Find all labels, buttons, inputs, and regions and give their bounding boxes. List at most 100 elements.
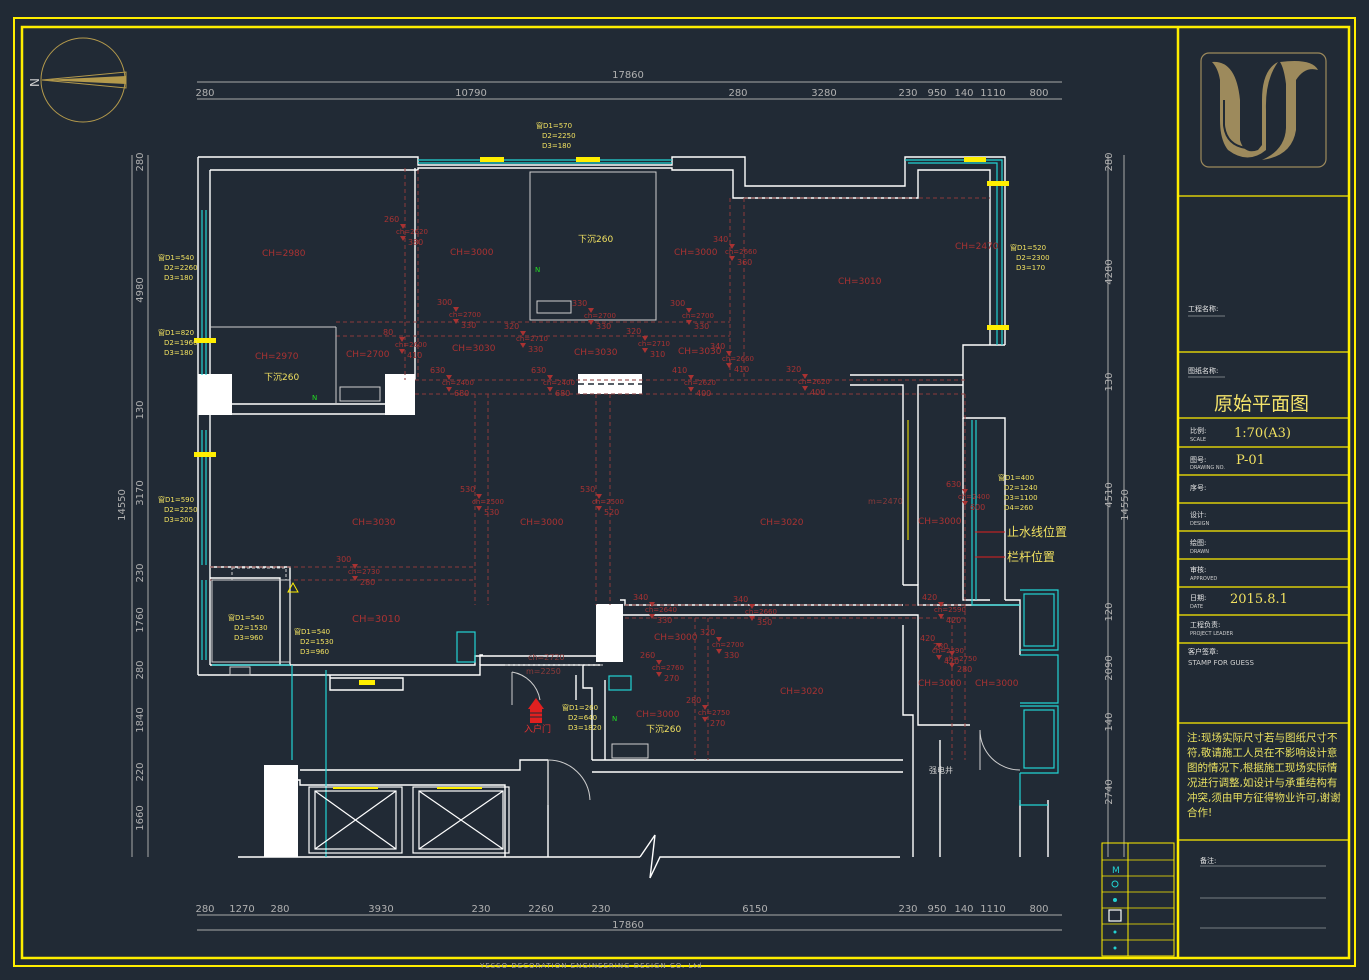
ceiling-height-label: CH=2470: [955, 242, 999, 252]
beam-bottom: 360: [737, 258, 752, 267]
window-label-line: D2=2300: [1016, 254, 1050, 262]
label-sunken-3: 下沉260: [646, 724, 681, 735]
ceiling-height-label: CH=3000: [918, 517, 962, 527]
beam-marker: 280 ch=2750 270: [686, 696, 730, 728]
sunken-areas: [211, 171, 657, 759]
dim-right-6: 140: [1104, 712, 1115, 731]
fixture-n-2: N: [312, 394, 317, 402]
ceiling-height-label: CH=3030: [452, 344, 496, 354]
dim-left-9: 1660: [135, 805, 146, 830]
beam-arrow-icon: [520, 343, 526, 348]
drawn-sub: DRAWN: [1190, 549, 1209, 555]
beam-arrow-icon: [656, 672, 662, 677]
title-block-underlines: [1188, 315, 1326, 929]
label-water-stop: 止水线位置: [1007, 524, 1067, 539]
dim-right-4: 120: [1104, 602, 1115, 621]
ceiling-height-label: CH=3030: [574, 348, 618, 358]
beam-arrow-icon: [453, 319, 459, 324]
beam-ch: ch=2500: [472, 498, 504, 506]
beam-arrow-icon: [749, 616, 755, 621]
client-label: 客户签章:: [1188, 648, 1219, 656]
dim-left-8: 220: [135, 762, 146, 781]
window-label-line: D3=960: [234, 634, 263, 642]
dim-top-7: 1110: [980, 88, 1005, 99]
beam-marker: 300 ch=2700 330: [437, 298, 481, 330]
scale-sub: SCALE: [1190, 437, 1207, 443]
beam-bottom: 680: [454, 389, 469, 398]
svg-text:N: N: [28, 78, 42, 87]
window-label-line: D2=1530: [300, 638, 334, 646]
beam-ch: ch=2710: [638, 340, 670, 348]
beam-top: 300: [437, 298, 452, 307]
beam-top: 280: [686, 696, 701, 705]
beam-arrow-icon: [399, 337, 405, 342]
window-label-line: D3=960: [300, 648, 329, 656]
beam-bottom: 310: [650, 350, 665, 359]
legend-symbol-box: [1108, 909, 1122, 922]
beam-arrow-icon: [688, 375, 694, 380]
dim-left-2: 130: [135, 400, 146, 419]
beam-bottom: 420: [946, 616, 961, 625]
beam-ch: ch=2700: [449, 311, 481, 319]
dimension-bottom: [197, 914, 1062, 931]
beam-arrow-icon: [938, 614, 944, 619]
title-block-lines: [1178, 195, 1349, 841]
beam-bottom: 330: [461, 321, 476, 330]
beam-arrow-icon: [949, 651, 955, 656]
dim-right-5: 2090: [1104, 655, 1115, 680]
construction-note: 注:现场实际尺寸若与图纸尺寸不符,敬请施工人员在不影响设计意图的情况下,根据施工…: [1187, 732, 1341, 819]
legend-table: M: [1101, 842, 1175, 957]
beam-bottom: 520: [604, 508, 619, 517]
beam-bottom: 410: [407, 351, 422, 360]
dim-bottom-5: 2260: [528, 904, 553, 915]
ceiling-height-label: CH=3000: [654, 633, 698, 643]
dim-top-8: 800: [1029, 88, 1048, 99]
dimension-top: [197, 81, 1062, 100]
beam-arrow-icon: [400, 224, 406, 229]
window-label-line: D3=180: [164, 274, 193, 282]
label-sunken-1: 下沉260: [578, 234, 613, 245]
ceiling-height-label: CH=3010: [352, 614, 400, 625]
beam-marker: 320 ch=2710 310: [626, 327, 670, 359]
drawn-label: 绘图:: [1190, 539, 1207, 547]
beam-arrow-icon: [453, 307, 459, 312]
beam-arrow-icon: [802, 386, 808, 391]
dim-right-0: 280: [1104, 152, 1115, 171]
legend-symbol-dot: [1113, 898, 1117, 902]
beam-ch: ch=2750: [698, 709, 730, 717]
beam-ch: ch=2760: [652, 664, 684, 672]
beam-arrow-icon: [686, 308, 692, 313]
window-label-line: D2=1240: [1004, 484, 1038, 492]
ceiling-height-label: CH=3030: [678, 347, 722, 357]
beam-top: 320: [626, 327, 641, 336]
ceiling-height-label: CH=2700: [346, 350, 390, 360]
inner-frame: [20, 25, 1351, 960]
dim-top-2: 280: [728, 88, 747, 99]
beam-bottom: 280: [360, 578, 375, 587]
beam-arrow-icon: [749, 604, 755, 609]
beam-ch: ch=2750: [945, 655, 977, 663]
legend-symbol-circle: [1111, 880, 1119, 888]
beam-arrow-icon: [399, 349, 405, 354]
label-door-height: m=2470: [868, 497, 903, 506]
beam-top: 320: [786, 365, 801, 374]
beam-bottom: 400: [696, 389, 711, 398]
beam-arrow-icon: [352, 576, 358, 581]
drawing-name-label: 图纸名称:: [1188, 367, 1219, 375]
window-label-line: D3=1100: [1004, 494, 1038, 502]
ceiling-height-label: CH=3010: [838, 277, 882, 287]
beam-arrow-icon: [949, 663, 955, 668]
beam-bottom: 270: [710, 719, 725, 728]
ceiling-height-label: CH=3000: [975, 679, 1019, 689]
window-label-line: D4=260: [1004, 504, 1033, 512]
beam-bottom: 680: [555, 389, 570, 398]
